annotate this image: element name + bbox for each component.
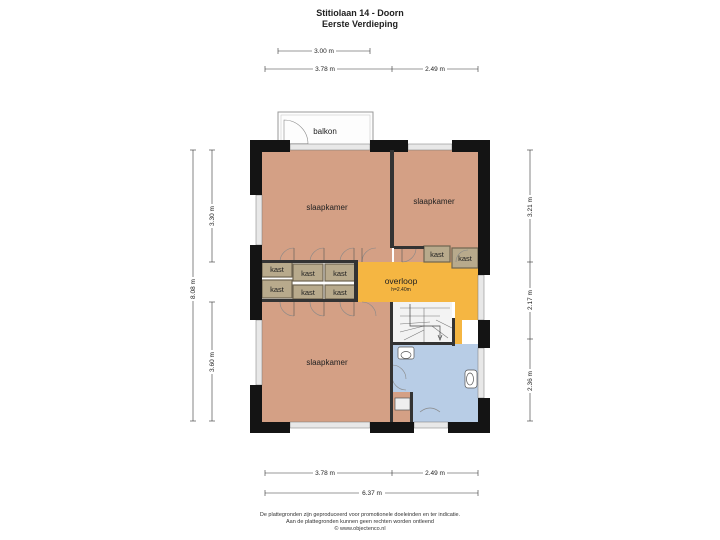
footer-copyright: © www.objectenco.nl [334, 526, 386, 532]
closet-label: kast [301, 288, 316, 297]
closet-label: kast [301, 269, 316, 278]
dim-top-center: 3.00 m [314, 48, 334, 55]
room-landing [358, 262, 478, 345]
closet-label: kast [333, 288, 348, 297]
room-bedroom-right [394, 150, 478, 262]
closet-label: kast [458, 254, 473, 263]
dim-right-upper: 3.21 m [527, 197, 534, 217]
label-landing: overloop [385, 276, 418, 286]
walls [250, 140, 490, 433]
plan-subtitle: Eerste Verdieping [321, 19, 399, 29]
dim-left-total: 8.08 m [190, 279, 197, 299]
room-fills [262, 150, 478, 422]
washbasin-icon [394, 397, 411, 411]
dim-right-middle: 2.17 m [527, 290, 534, 310]
dim-left-upper: 3.30 m [209, 206, 216, 226]
balcony-label: balkon [313, 127, 337, 136]
room-labels: slaapkamer slaapkamer slaapkamer overloo… [306, 197, 455, 367]
dim-top-right: 2.49 m [425, 66, 445, 73]
dim-bottom-right: 2.49 m [425, 470, 445, 477]
dim-top-left: 3.78 m [315, 66, 335, 73]
label-bedroom-bottom: slaapkamer [306, 358, 348, 367]
balcony: balkon [277, 111, 374, 151]
label-bedroom-right: slaapkamer [413, 197, 455, 206]
footer-disclaimer: De plattegronden zijn geproduceerd voor … [0, 512, 720, 533]
closet-label: kast [270, 285, 285, 294]
label-landing-height: h=2.40m [391, 287, 411, 293]
closet-label: kast [270, 265, 285, 274]
closet-label: kast [333, 269, 348, 278]
closet-label: kast [430, 250, 445, 259]
room-bedroom-bottom [262, 302, 390, 422]
dim-bottom-total: 6.37 m [362, 490, 382, 497]
dim-right-lower: 2.36 m [527, 371, 534, 391]
dimension-labels: 3.00 m 3.78 m 2.49 m 3.78 m 2.49 m 6.37 … [188, 46, 534, 497]
footer-line-2: Aan de plattegronden kunnen geen rechten… [285, 519, 434, 525]
dim-bottom-left: 3.78 m [315, 470, 335, 477]
dim-left-lower: 3.60 m [209, 352, 216, 372]
closets [261, 245, 479, 300]
balcony-door-swing [283, 119, 309, 145]
door-swings [279, 247, 469, 391]
plan-title: Stitiolaan 14 - Doorn [316, 8, 404, 18]
staircase [399, 304, 453, 344]
footer-line-1: De plattegronden zijn geproduceerd voor … [259, 512, 461, 518]
room-bedroom-main [262, 150, 392, 262]
bathroom-fixtures [394, 346, 478, 413]
label-bedroom-main: slaapkamer [306, 203, 348, 212]
closet-labels: kast kast kast kast kast kast kast kast [270, 250, 473, 297]
